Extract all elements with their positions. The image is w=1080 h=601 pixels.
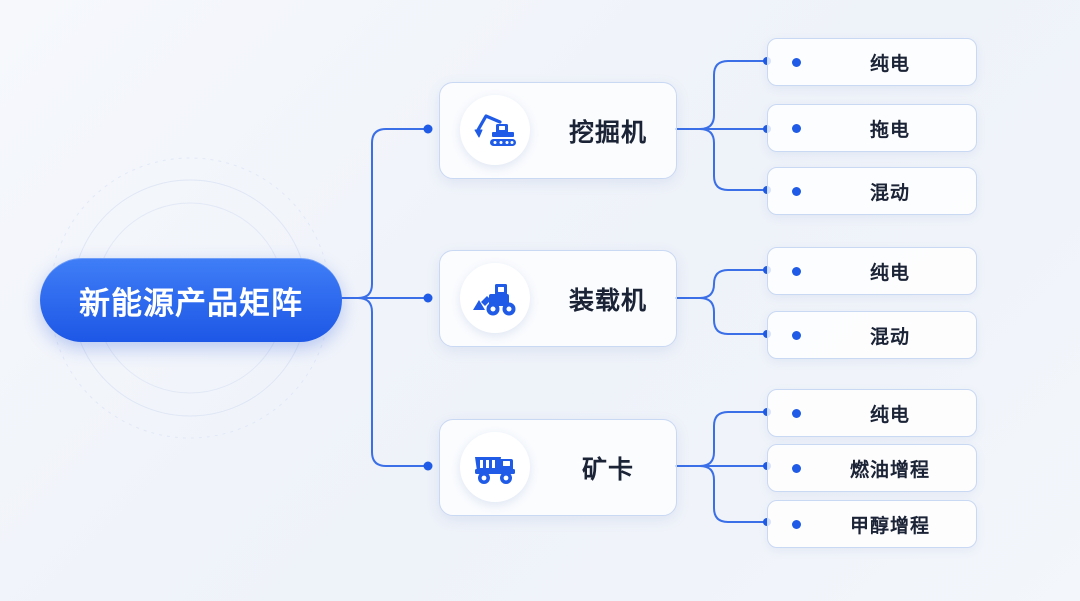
category-loader: 装载机 (439, 250, 677, 347)
leaf-label: 甲醇增程 (849, 514, 930, 537)
category-excavator: 挖掘机 (439, 82, 677, 179)
leaf-item: 混动 (767, 167, 977, 215)
connector-truck-1 (675, 411, 768, 467)
connector-excavator-1 (675, 60, 768, 130)
leaf-label: 混动 (869, 325, 910, 348)
leaf-item: 纯电 (767, 247, 977, 295)
leaf-label: 燃油增程 (849, 458, 930, 481)
connector-dot (423, 461, 433, 471)
leaf-label: 纯电 (869, 403, 910, 426)
leaf-label: 拖电 (869, 118, 910, 141)
connector-truck-3 (699, 465, 768, 523)
connector-dot (423, 293, 433, 303)
bullet-dot (792, 124, 801, 133)
leaf-item: 甲醇增程 (767, 500, 977, 548)
leaf-item: 混动 (767, 311, 977, 359)
bullet-dot (792, 58, 801, 67)
wheel-loader-icon (460, 263, 530, 333)
root-node: 新能源产品矩阵 (40, 258, 342, 342)
leaf-item: 纯电 (767, 38, 977, 86)
bullet-dot (792, 409, 801, 418)
leaf-label: 纯电 (869, 52, 910, 75)
connector-loader-2 (699, 297, 768, 335)
category-mining-truck: 矿卡 (439, 419, 677, 516)
bullet-dot (792, 331, 801, 340)
category-label: 挖掘机 (568, 117, 647, 147)
mining-truck-icon (460, 432, 530, 502)
connector-excavator-3 (699, 128, 768, 191)
leaf-item: 燃油增程 (767, 444, 977, 492)
leaf-label: 纯电 (869, 261, 910, 284)
category-label: 装载机 (568, 285, 647, 315)
leaf-label: 混动 (869, 181, 910, 204)
connector-dot (423, 124, 433, 134)
connector-root-trunk (341, 128, 429, 299)
category-label: 矿卡 (581, 454, 634, 484)
connector-root-truck (357, 297, 429, 467)
connector-loader-1 (675, 269, 768, 299)
bullet-dot (792, 520, 801, 529)
leaf-item: 纯电 (767, 389, 977, 437)
leaf-item: 拖电 (767, 104, 977, 152)
excavator-icon (460, 95, 530, 165)
bullet-dot (792, 187, 801, 196)
bullet-dot (792, 267, 801, 276)
root-label: 新能源产品矩阵 (79, 285, 303, 322)
bullet-dot (792, 464, 801, 473)
